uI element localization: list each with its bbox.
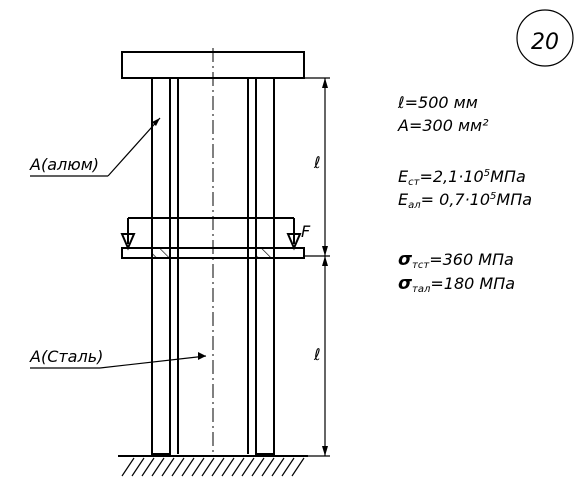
length-label-lower: ℓ bbox=[313, 345, 321, 364]
param-e-alum: Eал= 0,7·105МПа bbox=[398, 190, 532, 211]
ground-hatching bbox=[121, 457, 305, 477]
left-outer-wall-hatched bbox=[151, 77, 171, 455]
param-sigma-alum: σтал=180 МПа bbox=[398, 273, 515, 295]
length-label-upper: ℓ bbox=[313, 153, 321, 172]
aluminum-leader bbox=[30, 117, 161, 177]
force-arrow-left bbox=[120, 218, 136, 251]
collar-left-hatch bbox=[152, 248, 170, 258]
aluminum-area-label: A(алюм) bbox=[29, 155, 99, 174]
problem-number: 20 bbox=[531, 30, 559, 55]
right-outer-wall-hatched bbox=[255, 77, 275, 455]
param-area: A=300 мм² bbox=[397, 116, 489, 135]
badge-circle bbox=[516, 9, 574, 67]
parameter-block: ℓ=500 мм A=300 мм² Eст=2,1·105МПа Eал= 0… bbox=[397, 93, 532, 295]
steel-area-label: A(Сталь) bbox=[29, 347, 103, 366]
steel-leader bbox=[30, 352, 207, 369]
param-e-steel: Eст=2,1·105МПа bbox=[398, 167, 526, 188]
dimension-lines bbox=[305, 77, 330, 457]
force-arrow-right bbox=[286, 218, 302, 251]
problem-number-badge: 20 bbox=[516, 9, 574, 67]
collar-plate bbox=[121, 247, 305, 259]
param-sigma-steel: σтст=360 МПа bbox=[398, 249, 514, 271]
param-length: ℓ=500 мм bbox=[397, 93, 478, 112]
force-label: F bbox=[301, 222, 311, 241]
collar-right-hatch bbox=[256, 248, 274, 258]
